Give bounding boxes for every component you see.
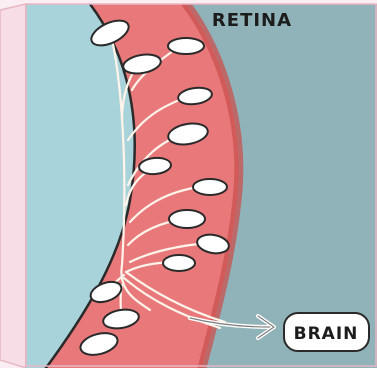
box-side-face xyxy=(0,4,26,368)
brain-label: BRAIN xyxy=(294,324,359,344)
photoreceptor-cell xyxy=(169,210,205,228)
photoreceptor-cell xyxy=(168,38,204,54)
retina-label: RETINA xyxy=(212,10,292,31)
photoreceptor-cell xyxy=(193,179,227,195)
photoreceptor-cell xyxy=(163,255,195,271)
